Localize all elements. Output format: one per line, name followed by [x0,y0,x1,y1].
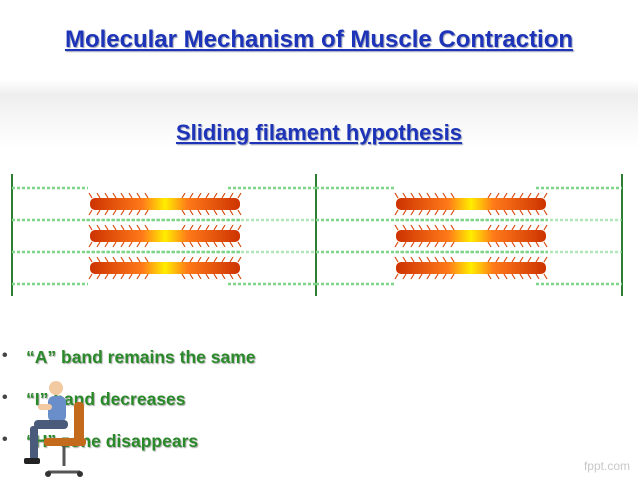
bullet-text: “A” band remains the same [26,347,256,367]
bullet-item: • “A” band remains the same [2,347,602,389]
bullet-dot-icon: • [2,431,8,448]
watermark: fppt.com [583,459,630,473]
actin-filaments [12,186,622,286]
slide-title: Molecular Mechanism of Muscle Contractio… [64,26,574,53]
sarcomere-diagram [11,174,623,296]
bullet-dot-icon: • [2,389,8,406]
bullet-list: • “A” band remains the same • “I” band d… [2,347,602,473]
myosin-left [90,198,240,274]
myosin-filaments [88,192,548,280]
myosin-heads [88,192,548,280]
slide-subtitle: Sliding filament hypothesis [175,120,463,145]
myosin-right [396,198,546,274]
bullet-dot-icon: • [2,347,8,364]
seated-person-icon [24,381,86,477]
